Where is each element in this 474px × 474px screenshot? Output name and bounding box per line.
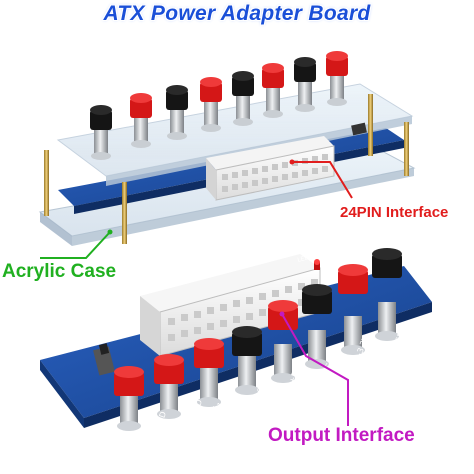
binding-post-terminal bbox=[154, 354, 184, 419]
binding-post-terminal bbox=[338, 264, 368, 355]
standoff bbox=[44, 150, 49, 216]
standoff bbox=[368, 94, 373, 156]
bottom-product-bare-board: LED -12V GND GND +12V GND +5V GND bbox=[40, 248, 432, 446]
binding-post-terminal bbox=[200, 77, 222, 132]
silkscreen-pin: -12V bbox=[112, 431, 133, 446]
pointer-line-output bbox=[281, 313, 349, 426]
product-title: ATX Power Adapter Board bbox=[103, 2, 371, 25]
binding-post-terminal bbox=[326, 51, 348, 106]
silkscreen-pin: GND bbox=[153, 410, 168, 430]
label-output-interface: Output Interface bbox=[268, 425, 415, 446]
binding-post-terminal bbox=[262, 63, 284, 118]
binding-post-terminal bbox=[114, 366, 144, 431]
binding-post-terminal bbox=[372, 248, 402, 341]
top-binding-posts bbox=[90, 51, 348, 160]
silkscreen-labels: -12V GND GND +12V GND +5V GND +3.3V GND bbox=[112, 324, 409, 446]
led-indicator bbox=[314, 259, 320, 270]
binding-post-terminal bbox=[232, 71, 254, 126]
top-product-acrylic-assembly bbox=[38, 51, 416, 246]
bottom-binding-posts bbox=[114, 248, 402, 431]
binding-post-terminal bbox=[268, 300, 298, 383]
standoff bbox=[122, 182, 127, 244]
pointer-line-24pin bbox=[292, 161, 353, 199]
silkscreen-led: LED bbox=[297, 254, 311, 264]
binding-post-terminal bbox=[166, 85, 188, 140]
silkscreen-pin: GND bbox=[189, 398, 204, 418]
silkscreen-pin: GND bbox=[255, 374, 270, 394]
binding-post-terminal bbox=[294, 57, 316, 112]
binding-post-terminal bbox=[130, 93, 152, 148]
binding-post-terminal bbox=[194, 338, 224, 407]
binding-post-terminal bbox=[232, 326, 262, 395]
pointer-line-acrylic bbox=[40, 231, 111, 259]
slide-switch-top bbox=[351, 122, 367, 136]
slide-switch-bottom bbox=[93, 343, 115, 376]
label-24pin-interface: 24PIN Interface bbox=[340, 204, 449, 221]
label-acrylic-case: Acrylic Case bbox=[2, 261, 117, 282]
binding-post-terminal bbox=[90, 105, 112, 160]
standoff bbox=[404, 122, 409, 176]
